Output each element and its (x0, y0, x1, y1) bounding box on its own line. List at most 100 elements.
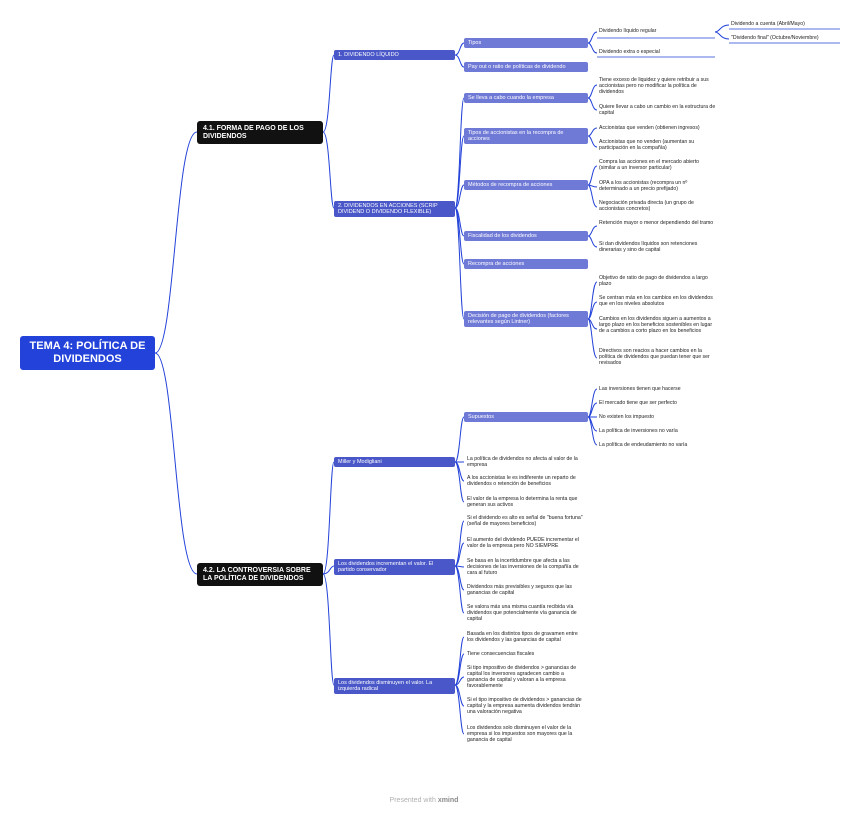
leaf-mm-indiferente[interactable]: A los accionistas le es indiferente un r… (467, 475, 585, 487)
leaf-rad-gravamen[interactable]: Basada en los distintos tipos de gravame… (467, 631, 585, 643)
leaf-dividendo-extra[interactable]: Dividendo extra o especial (599, 49, 714, 55)
subtopic-label: Recompra de acciones (468, 260, 525, 267)
leaf-accionistas-venden[interactable]: Accionistas que venden (obtienen ingreso… (599, 125, 717, 131)
leaf-retencion[interactable]: Retención mayor o menor dependiendo del … (599, 220, 717, 226)
leaf-cons-buena-fortuna[interactable]: Si el dividendo es alto es señal de "bue… (467, 515, 585, 527)
subtopic-label: Decisión de pago de dividendos (factores… (468, 312, 569, 326)
root-label: TEMA 4: POLÍTICA DE DIVIDENDOS (29, 340, 146, 365)
leaf-dividendo-final[interactable]: "Dividendo final" (Octubre/Noviembre) (731, 35, 841, 41)
topic-dividendo-liquido[interactable]: 1. DIVIDENDO LÍQUIDO (334, 50, 455, 60)
leaf-metodo-opa[interactable]: OPA a los accionistas (recompra un nº de… (599, 180, 717, 192)
subtopic-supuestos[interactable]: Supuestos (464, 412, 588, 422)
leaf-label: Quiere llevar a cabo un cambio en la est… (599, 104, 716, 116)
leaf-lintner-beneficios[interactable]: Cambios en los dividendos siguen a aumen… (599, 316, 717, 334)
leaf-label: Dividendo extra o especial (599, 49, 660, 55)
leaf-cons-valora-mas[interactable]: Se valora más una misma cuantía recibida… (467, 604, 585, 622)
leaf-label: La política de dividendos no afecta al v… (467, 456, 578, 468)
leaf-estructura-capital[interactable]: Quiere llevar a cabo un cambio en la est… (599, 104, 717, 116)
leaf-cons-puede-incrementar[interactable]: El aumento del dividendo PUEDE increment… (467, 537, 585, 549)
branch-4-2-label: 4.2. LA CONTROVERSIA SOBRE LA POLÍTICA D… (203, 566, 311, 582)
leaf-label: "Dividendo final" (Octubre/Noviembre) (731, 35, 819, 41)
leaf-label: A los accionistas le es indiferente un r… (467, 475, 576, 487)
topic-label: Los dividendos incrementan el valor. El … (338, 560, 434, 574)
leaf-metodo-mercado[interactable]: Compra las acciones en el mercado abiert… (599, 159, 717, 171)
leaf-supuesto-endeudamiento[interactable]: La política de endeudamiento no varía (599, 442, 717, 448)
leaf-supuesto-inversiones[interactable]: Las inversiones tienen que hacerse (599, 386, 717, 392)
leaf-label: Tiene consecuencias fiscales (467, 651, 535, 657)
leaf-label: El mercado tiene que ser perfecto (599, 400, 677, 406)
leaf-rad-valoracion-negativa[interactable]: Si el tipo impositivo de dividendos > ga… (467, 697, 585, 715)
leaf-label: Accionistas que no venden (aumentan su p… (599, 139, 695, 151)
leaf-label: La política de endeudamiento no varía (599, 442, 688, 448)
leaf-label: Dividendos más previsibles y seguros que… (467, 584, 572, 596)
leaf-retenciones-dinerarias[interactable]: Si dan dividendos líquidos son retencion… (599, 241, 717, 253)
leaf-supuesto-politica-inversiones[interactable]: La política de inversiones no varía (599, 428, 717, 434)
leaf-label: Si el tipo impositivo de dividendos > ga… (467, 697, 582, 715)
topic-dividendos-incrementan[interactable]: Los dividendos incrementan el valor. El … (334, 559, 455, 575)
leaf-mm-renta-activos[interactable]: El valor de la empresa lo determina la r… (467, 496, 585, 508)
topic-miller-modigliani[interactable]: Miller y Modigliani (334, 457, 455, 467)
subtopic-label: Tipos (468, 39, 482, 46)
leaf-label: Compra las acciones en el mercado abiert… (599, 159, 700, 171)
leaf-label: Si tipo impositivo de dividendos > ganan… (467, 665, 577, 689)
branch-4-1[interactable]: 4.1. FORMA DE PAGO DE LOS DIVIDENDOS (197, 121, 323, 144)
footer-text: Presented with (389, 797, 436, 804)
leaf-mm-no-afecta[interactable]: La política de dividendos no afecta al v… (467, 456, 585, 468)
root-topic[interactable]: TEMA 4: POLÍTICA DE DIVIDENDOS (20, 336, 155, 370)
leaf-supuesto-mercado[interactable]: El mercado tiene que ser perfecto (599, 400, 717, 406)
leaf-label: Directivos son reacios a hacer cambios e… (599, 348, 710, 366)
subtopic-label: Fiscalidad de los dividendos (468, 232, 537, 239)
leaf-label: No existen los impuesto (599, 414, 655, 420)
subtopic-label: Se lleva a cabo cuando la empresa (468, 94, 554, 101)
subtopic-recompra[interactable]: Recompra de acciones (464, 259, 588, 269)
leaf-rad-tipo-mayor[interactable]: Si tipo impositivo de dividendos > ganan… (467, 665, 585, 689)
leaf-dividendo-regular[interactable]: Dividendo líquido regular (599, 28, 714, 34)
leaf-label: Se valora más una misma cuantía recibida… (467, 604, 577, 622)
subtopic-label: Supuestos (468, 413, 494, 420)
leaf-label: Los dividendos solo disminuyen el valor … (467, 725, 573, 743)
leaf-label: Si dan dividendos líquidos son retencion… (599, 241, 698, 253)
subtopic-payout[interactable]: Pay out o ratio de políticas de dividend… (464, 62, 588, 72)
branch-4-2[interactable]: 4.2. LA CONTROVERSIA SOBRE LA POLÍTICA D… (197, 563, 323, 586)
leaf-exceso-liquidez[interactable]: Tiene exceso de liquidez y quiere retrib… (599, 77, 717, 95)
leaf-label: Dividendo líquido regular (599, 28, 657, 34)
subtopic-tipos-accionistas[interactable]: Tipos de accionistas en la recompra de a… (464, 128, 588, 144)
topic-label: 1. DIVIDENDO LÍQUIDO (338, 51, 399, 58)
subtopic-fiscalidad[interactable]: Fiscalidad de los dividendos (464, 231, 588, 241)
leaf-accionistas-no-venden[interactable]: Accionistas que no venden (aumentan su p… (599, 139, 717, 151)
leaf-label: Retención mayor o menor dependiendo del … (599, 220, 714, 226)
branch-4-1-label: 4.1. FORMA DE PAGO DE LOS DIVIDENDOS (203, 124, 304, 140)
leaf-rad-disminuyen[interactable]: Los dividendos solo disminuyen el valor … (467, 725, 585, 743)
topic-label: Miller y Modigliani (338, 458, 382, 465)
leaf-supuesto-impuestos[interactable]: No existen los impuesto (599, 414, 717, 420)
leaf-label: Accionistas que venden (obtienen ingreso… (599, 125, 700, 131)
topic-label: 2. DIVIDENDOS EN ACCIONES (SCRIP DIVIDEN… (338, 202, 438, 216)
subtopic-label: Métodos de recompra de acciones (468, 181, 553, 188)
leaf-label: El aumento del dividendo PUEDE increment… (467, 537, 579, 549)
leaf-label: Tiene exceso de liquidez y quiere retrib… (599, 77, 709, 95)
subtopic-tipos[interactable]: Tipos (464, 38, 588, 48)
leaf-label: Negociación privada directa (un grupo de… (599, 200, 694, 212)
leaf-label: OPA a los accionistas (recompra un nº de… (599, 180, 688, 192)
footer-branding: Presented with xmind (0, 797, 848, 804)
leaf-rad-consecuencias[interactable]: Tiene consecuencias fiscales (467, 651, 585, 657)
leaf-dividendo-a-cuenta[interactable]: Dividendo a cuenta (Abril/Mayo) (731, 21, 841, 27)
xmind-logo[interactable]: xmind (437, 797, 459, 804)
subtopic-metodos[interactable]: Métodos de recompra de acciones (464, 180, 588, 190)
leaf-lintner-cambios[interactable]: Se centran más en los cambios en los div… (599, 295, 717, 307)
leaf-label: Se centran más en los cambios en los div… (599, 295, 713, 307)
leaf-cons-previsibles[interactable]: Dividendos más previsibles y seguros que… (467, 584, 585, 596)
topic-dividendos-disminuyen[interactable]: Los dividendos disminuyen el valor. La i… (334, 678, 455, 694)
leaf-lintner-objetivo[interactable]: Objetivo de ratio de pago de dividendos … (599, 275, 717, 287)
topic-label: Los dividendos disminuyen el valor. La i… (338, 679, 433, 693)
subtopic-decision[interactable]: Decisión de pago de dividendos (factores… (464, 311, 588, 327)
leaf-cons-incertidumbre[interactable]: Se basa en la incertidumbre que afecta a… (467, 558, 585, 576)
leaf-lintner-directivos[interactable]: Directivos son reacios a hacer cambios e… (599, 348, 717, 366)
leaf-metodo-negociacion[interactable]: Negociación privada directa (un grupo de… (599, 200, 717, 212)
leaf-label: Se basa en la incertidumbre que afecta a… (467, 558, 579, 576)
topic-dividendos-en-acciones[interactable]: 2. DIVIDENDOS EN ACCIONES (SCRIP DIVIDEN… (334, 201, 455, 217)
leaf-label: La política de inversiones no varía (599, 428, 678, 434)
leaf-label: Cambios en los dividendos siguen a aumen… (599, 316, 713, 334)
subtopic-se-lleva-a-cabo[interactable]: Se lleva a cabo cuando la empresa (464, 93, 588, 103)
